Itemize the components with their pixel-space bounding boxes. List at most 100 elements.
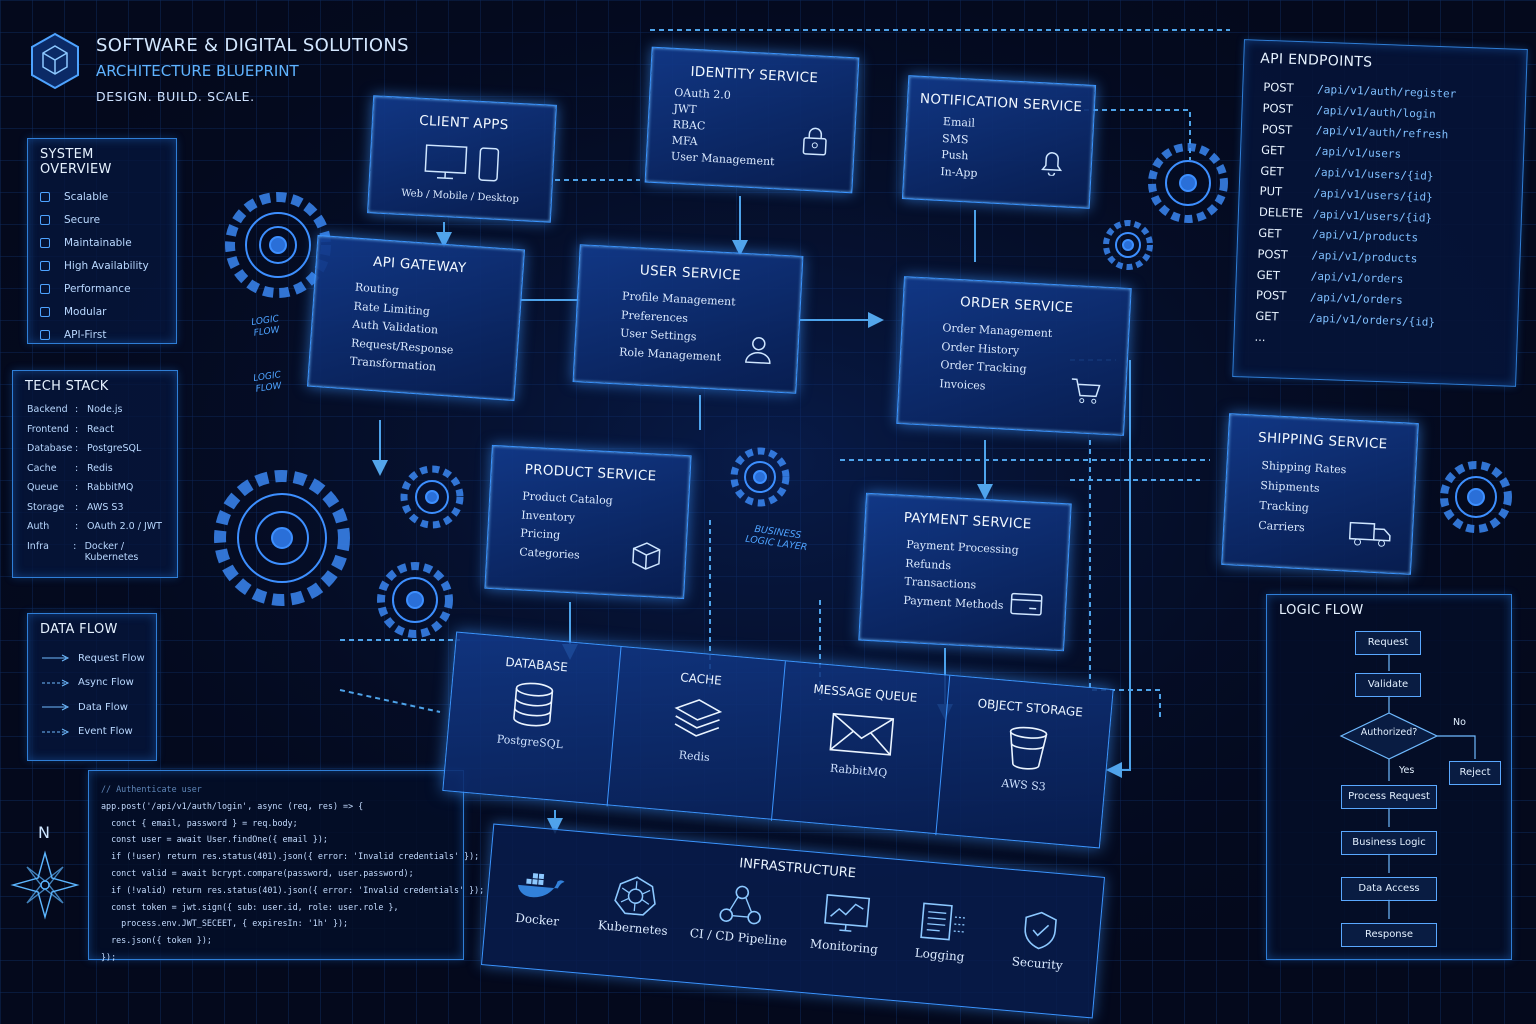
endpoint-path: /api/v1/orders [1310,269,1404,286]
package-box-icon [632,542,661,570]
flow-yes-label: Yes [1399,765,1415,776]
dashed-arrow-icon [42,728,70,736]
overview-item: Maintainable [40,231,164,254]
infra-label: Docker [514,910,560,929]
product-service-node[interactable]: PRODUCT SERVICE Product Catalog Inventor… [484,444,692,600]
database-store[interactable]: DATABASE PostgreSQL [443,632,622,807]
infra-label: CI / CD Pipeline [689,926,788,949]
legend-label: Event Flow [78,726,133,738]
message-queue-store[interactable]: MESSAGE QUEUE RabbitMQ [771,661,951,836]
infra-cicd[interactable]: CI / CD Pipeline [683,880,798,949]
overview-item: High Availability [40,254,164,277]
http-method: POST [1263,80,1294,96]
order-service-node[interactable]: ORDER SERVICE Order Management Order His… [896,276,1132,436]
object-storage-store[interactable]: OBJECT STORAGE AWS S3 [936,676,1114,850]
order-service-title: ORDER SERVICE [959,294,1074,317]
code-line: res.json({ token }); [101,935,212,946]
identity-service-node[interactable]: IDENTITY SERVICE OAuth 2.0 JWT RBAC MFA … [644,46,860,194]
tech-key: Queue [27,482,59,493]
client-apps-title: CLIENT APPS [418,112,509,134]
flow-response: Response [1341,923,1437,947]
tech-value: AWS S3 [87,501,124,513]
pipeline-nodes-icon [719,885,761,925]
tech-value: PostgreSQL [87,443,142,454]
infra-docker[interactable]: Docker [492,863,587,931]
client-apps-sub: Web / Mobile / Desktop [400,187,520,206]
tech-key: Frontend [27,423,69,435]
overview-item-label: API-First [64,328,107,341]
truck-icon [1348,521,1391,547]
tech-key: Cache [27,462,57,474]
flow-business-logic: Business Logic [1341,831,1437,855]
tech-value: React [87,423,114,435]
shipping-service-node[interactable]: SHIPPING SERVICE Shipping Rates Shipment… [1221,413,1419,575]
data-flow-title: DATA FLOW [40,622,118,637]
tech-key: Storage [27,501,65,513]
http-method: GET [1260,142,1285,158]
code-line: process.env.JWT_SECEET, { expiresIn: '1h… [101,918,349,929]
devices-icon [424,144,500,182]
overview-item: Performance [40,277,164,300]
code-line: const user = await User.findOne({ email … [101,834,328,845]
docker-whale-icon [518,873,565,898]
legend-item: Event Flow [28,720,156,745]
scalable-icon [40,191,50,202]
tech-value: Docker / Kubernetes [84,540,139,563]
endpoint-path: /api/v1/orders [1309,290,1403,307]
tech-row: Cache:Redis [13,463,177,483]
lock-user-icon [802,127,827,156]
api-gateway-title: API GATEWAY [372,253,467,277]
flow-data-access: Data Access [1341,877,1437,901]
code-line: if (!user) return res.status(401).json({… [101,851,480,862]
infra-label: Security [1011,954,1064,973]
notification-service-node[interactable]: NOTIFICATION SERVICE Email SMS Push In-A… [901,75,1097,209]
monitor-chart-icon [824,894,871,932]
endpoint-path: /api/v1/products [1311,248,1418,266]
payment-service-node[interactable]: PAYMENT SERVICE Payment Processing Refun… [858,492,1072,652]
store-sub: PostgreSQL [496,732,564,752]
client-apps-node[interactable]: CLIENT APPS Web / Mobile / Desktop [367,95,557,223]
overview-item-label: Modular [64,305,107,318]
infrastructure-panel: INFRASTRUCTURE Docker Kubernetes CI / CD… [480,823,1106,1019]
infra-logging[interactable]: Logging [894,898,989,966]
logic-flow-panel: LOGIC FLOW Request Validate Authorized? … [1266,594,1512,960]
tech-value: Node.js [87,404,123,415]
infra-kubernetes[interactable]: Kubernetes [587,871,682,939]
http-method: POST [1261,121,1293,137]
envelope-icon [829,712,895,756]
bell-icon [1041,152,1063,177]
endpoint-path: /api/v1/users/{id} [1312,207,1433,225]
endpoint-list: POST/api/v1/auth/register POST/api/v1/au… [1234,76,1525,356]
infra-security[interactable]: Security [992,907,1087,975]
notification-items: Email SMS Push In-App [940,114,1093,188]
flow-request: Request [1355,631,1421,655]
payment-items: Payment Processing Refunds Transactions … [903,536,1069,618]
user-service-node[interactable]: USER SERVICE Profile Management Preferen… [572,244,804,394]
api-gateway-items: Routing Rate Limiting Auth Validation Re… [349,279,521,383]
tech-row: Backend:Node.js [13,404,177,424]
availability-icon [40,260,50,271]
tech-row: Queue:RabbitMQ [13,482,177,502]
code-line: app.post('/api/v1/auth/login', async (re… [101,800,364,811]
infra-monitoring[interactable]: Monitoring [799,890,894,958]
store-title: OBJECT STORAGE [977,696,1084,720]
database-cylinder-icon [513,682,554,727]
api-gateway-node[interactable]: API GATEWAY Routing Rate Limiting Auth V… [306,234,526,402]
code-line: const token = jwt.sign({ sub: user.id, r… [101,901,399,912]
cache-store[interactable]: CACHE Redis [607,647,786,821]
legend-item: Data Flow [28,695,156,720]
header-tagline: DESIGN. BUILD. SCALE. [96,89,255,104]
user-service-title: USER SERVICE [639,262,742,284]
store-title: DATABASE [504,654,569,675]
tech-stack-panel: TECH STACK Backend:Node.js Frontend:Reac… [12,370,178,578]
modular-icon [40,306,50,317]
store-title: MESSAGE QUEUE [812,681,918,705]
http-method: GET [1257,225,1282,241]
store-sub: Redis [678,748,711,765]
product-service-title: PRODUCT SERVICE [524,461,657,485]
tech-key: Backend [27,404,68,415]
kubernetes-wheel-icon [614,876,656,916]
endpoint-path: /api/v1/auth/refresh [1315,124,1449,142]
